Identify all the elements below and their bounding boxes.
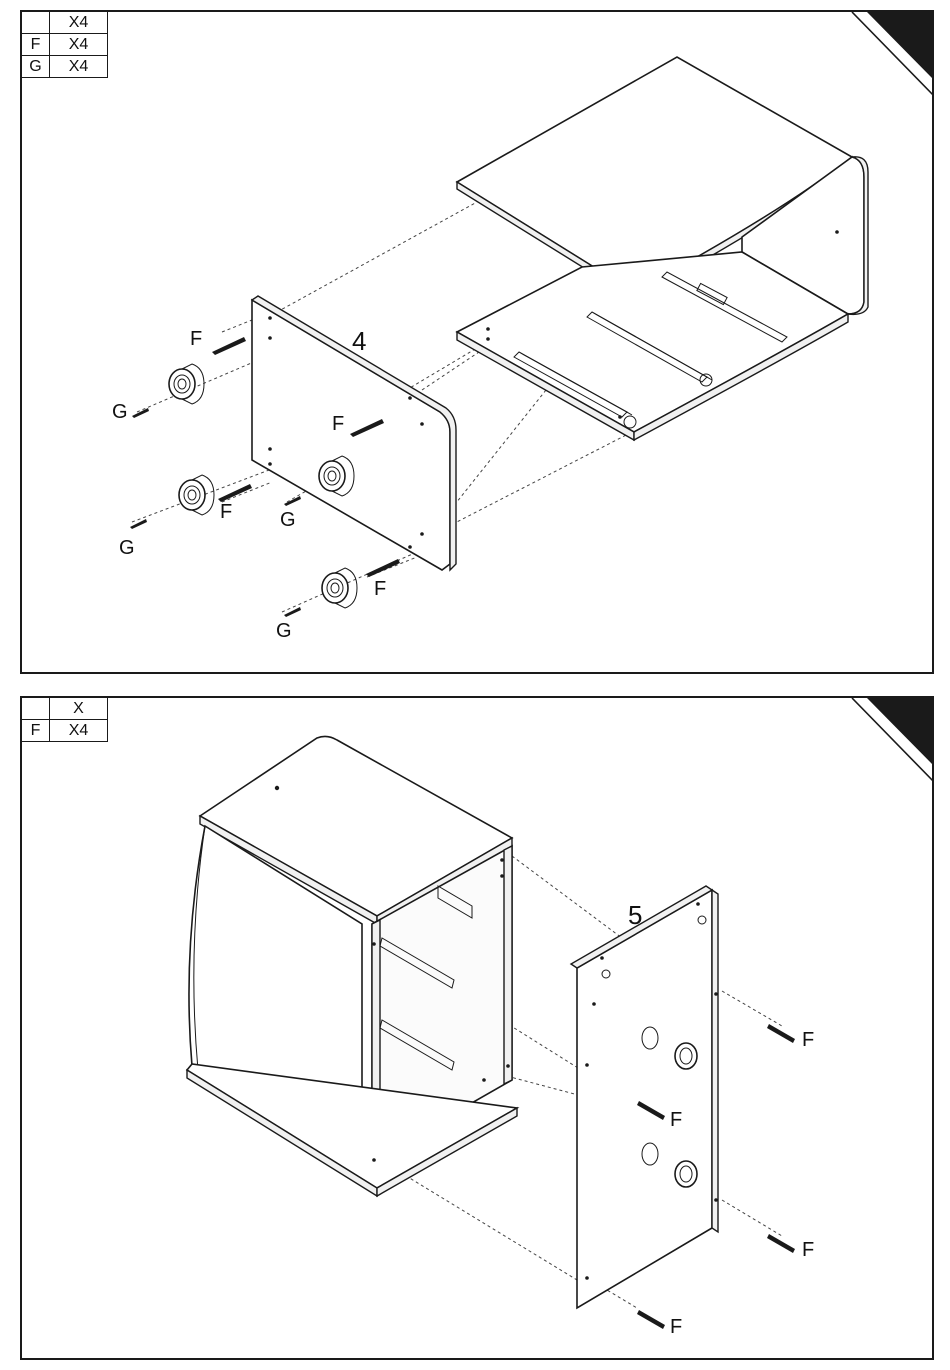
screw-f xyxy=(767,1024,795,1043)
callout-f: F xyxy=(802,1239,814,1261)
cabinet-body xyxy=(187,736,517,1196)
part-code: G xyxy=(22,56,50,78)
part-code: F xyxy=(22,34,50,56)
step-4-diagram: 4 xyxy=(22,12,934,674)
parts-row: X xyxy=(22,698,108,720)
parts-row: G X4 xyxy=(22,56,108,78)
bottom-board xyxy=(457,252,848,440)
step-5-diagram: 5 F F F F xyxy=(22,698,934,1360)
screw-f xyxy=(212,337,246,355)
part-code xyxy=(22,12,50,34)
parts-row: F X4 xyxy=(22,34,108,56)
screw-f xyxy=(366,559,400,577)
glide-foot xyxy=(179,475,214,515)
part-qty: X4 xyxy=(50,56,108,78)
screw-g xyxy=(132,408,149,418)
callout-f: F xyxy=(332,413,344,435)
callout-f: F xyxy=(802,1029,814,1051)
callout-f: F xyxy=(670,1109,682,1131)
screw-f xyxy=(637,1310,665,1329)
corner-tab xyxy=(867,12,934,82)
part-qty: X4 xyxy=(50,34,108,56)
part-code xyxy=(22,698,50,720)
callout-g: G xyxy=(119,537,135,559)
screw-g xyxy=(284,496,301,506)
parts-row: F X4 xyxy=(22,720,108,742)
part-code: F xyxy=(22,720,50,742)
step-5-panel: X F X4 xyxy=(20,696,934,1360)
screw-f xyxy=(218,484,252,502)
part-qty: X xyxy=(50,698,108,720)
step-4-panel: X4 F X4 G X4 xyxy=(20,10,934,674)
screw-g xyxy=(284,607,301,617)
part-qty: X4 xyxy=(50,12,108,34)
callout-f: F xyxy=(374,578,386,600)
back-panel: 5 xyxy=(571,886,718,1308)
callout-f: F xyxy=(220,501,232,523)
callout-f: F xyxy=(190,328,202,350)
screw-f xyxy=(767,1234,795,1253)
corner-tab xyxy=(867,698,934,768)
callout-g: G xyxy=(280,509,296,531)
glide-foot xyxy=(322,568,357,608)
part-qty: X4 xyxy=(50,720,108,742)
parts-row: X4 xyxy=(22,12,108,34)
step-number: 5 xyxy=(628,900,642,930)
parts-table: X F X4 xyxy=(21,697,108,742)
parts-table: X4 F X4 G X4 xyxy=(21,11,108,78)
step-number: 4 xyxy=(352,326,366,356)
callout-g: G xyxy=(112,401,128,423)
callout-g: G xyxy=(276,620,292,642)
callout-f: F xyxy=(670,1316,682,1338)
screw-g xyxy=(130,519,147,529)
glide-foot xyxy=(169,364,204,404)
